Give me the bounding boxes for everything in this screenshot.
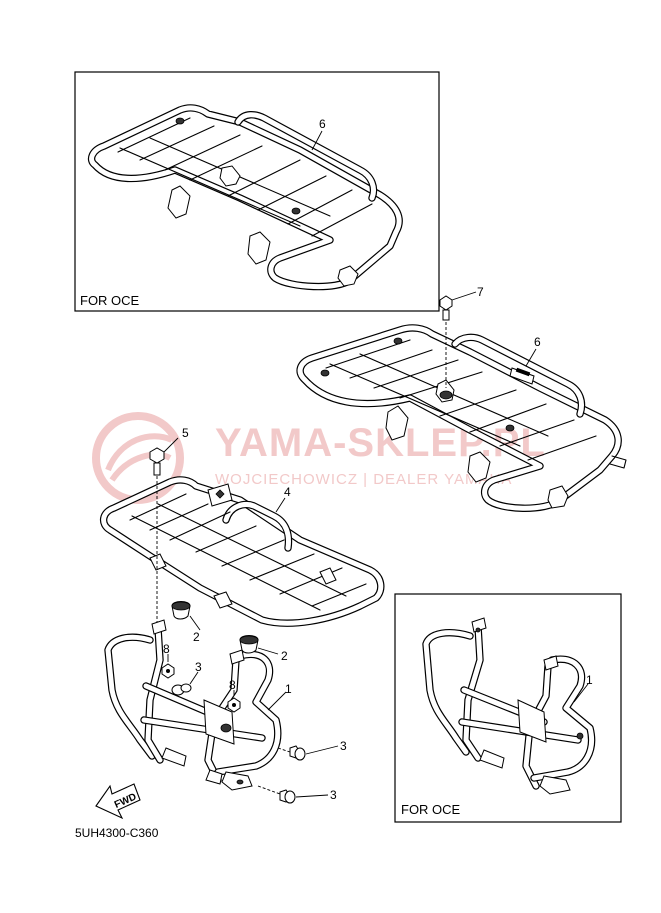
watermark-logo-icon [92, 412, 184, 504]
rear-carrier-oce [87, 104, 403, 291]
callout-2b: 2 [281, 649, 288, 663]
bottom-inset-label: FOR OCE [401, 802, 461, 817]
callout-6-top: 6 [319, 117, 326, 131]
leader-6-top [311, 130, 323, 151]
callout-5: 5 [182, 426, 189, 440]
rear-carrier [296, 324, 627, 512]
front-guard [104, 619, 282, 791]
part-code: 5UH4300-C360 [75, 826, 159, 840]
top-inset: FOR OCE 6 [74, 71, 440, 312]
top-inset-frame [74, 71, 440, 312]
bolt-7: 7 [439, 285, 484, 388]
leader-1-main [267, 691, 287, 711]
leader-4 [275, 497, 286, 513]
front-guard-oce [422, 617, 596, 795]
callout-7: 7 [477, 285, 484, 299]
callout-1-inset: 1 [586, 673, 593, 687]
bolt-3c: 3 [257, 785, 337, 804]
callout-6-mid: 6 [534, 335, 541, 349]
callout-8a: 8 [163, 642, 170, 656]
bottom-inset: FOR OCE 1 [394, 593, 622, 823]
callout-4: 4 [284, 485, 291, 499]
nut-8b: 8 [227, 678, 241, 713]
callout-3a: 3 [195, 660, 202, 674]
fwd-arrow-icon: FWD [95, 783, 141, 820]
bottom-inset-frame [394, 593, 622, 823]
callout-3b: 3 [340, 739, 347, 753]
bolt-5: 5 [149, 426, 189, 628]
grommet-2b: 2 [239, 635, 288, 663]
callout-8b: 8 [229, 678, 236, 692]
leader-1-inset [573, 683, 589, 703]
top-inset-label: FOR OCE [80, 293, 140, 308]
front-carrier [100, 476, 385, 627]
nut-8a: 8 [161, 642, 175, 679]
leader-6-mid [525, 348, 537, 367]
callout-1-main: 1 [285, 682, 292, 696]
callout-2a: 2 [193, 630, 200, 644]
collar-3a: 3 [171, 660, 202, 696]
grommet-2a: 2 [171, 601, 201, 644]
watermark-subtitle: WOJCIECHOWICZ | DEALER YAMAHA [215, 471, 512, 488]
callout-3c: 3 [330, 788, 337, 802]
bolt-3b: 3 [277, 739, 347, 761]
